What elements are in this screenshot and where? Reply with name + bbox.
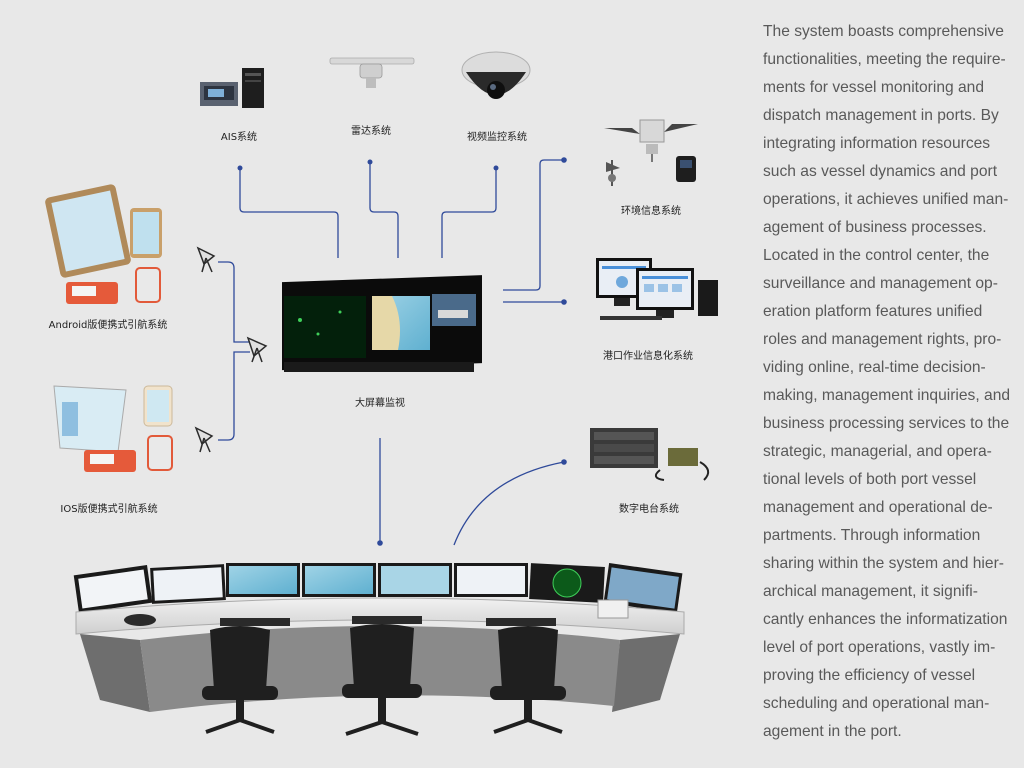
node-label-android: Android版便携式引航系统 xyxy=(48,320,168,331)
system-description: The system boasts comprehensive function… xyxy=(763,23,1011,740)
cctv-camera-icon xyxy=(461,51,531,99)
antenna-icon xyxy=(194,246,268,453)
ios-devices-icon xyxy=(53,385,173,472)
line-radar xyxy=(369,162,399,258)
line-ios xyxy=(218,351,250,441)
node-label-ais: AIS系统 xyxy=(220,132,258,143)
node-label-radio: 数字电台系统 xyxy=(619,504,679,515)
line-ais xyxy=(239,168,339,258)
node-label-port: 港口作业信息化系统 xyxy=(603,351,693,362)
connector-dots xyxy=(237,157,567,546)
operator-chairs-icon xyxy=(202,624,566,736)
video-wall-icon xyxy=(282,275,482,372)
line-env xyxy=(503,159,564,291)
node-label-bigscreen: 大屏幕监视 xyxy=(355,398,405,409)
connector-lines xyxy=(218,159,565,546)
line-cctv xyxy=(441,168,497,258)
weather-sensor-icon xyxy=(604,119,698,186)
line-android xyxy=(218,261,250,343)
ais-equipment-icon xyxy=(200,68,264,108)
node-label-ios: IOS版便携式引航系统 xyxy=(60,504,158,515)
digital-radio-icon xyxy=(590,428,710,481)
node-label-cctv: 视频监控系统 xyxy=(467,132,527,143)
radar-antenna-icon xyxy=(329,57,415,88)
node-label-radar: 雷达系统 xyxy=(351,126,391,137)
port-computers-icon xyxy=(596,258,718,320)
node-label-env: 环境信息系统 xyxy=(621,206,681,217)
system-architecture-diagram xyxy=(45,51,718,736)
line-radio xyxy=(453,461,565,546)
android-devices-icon xyxy=(45,184,162,304)
